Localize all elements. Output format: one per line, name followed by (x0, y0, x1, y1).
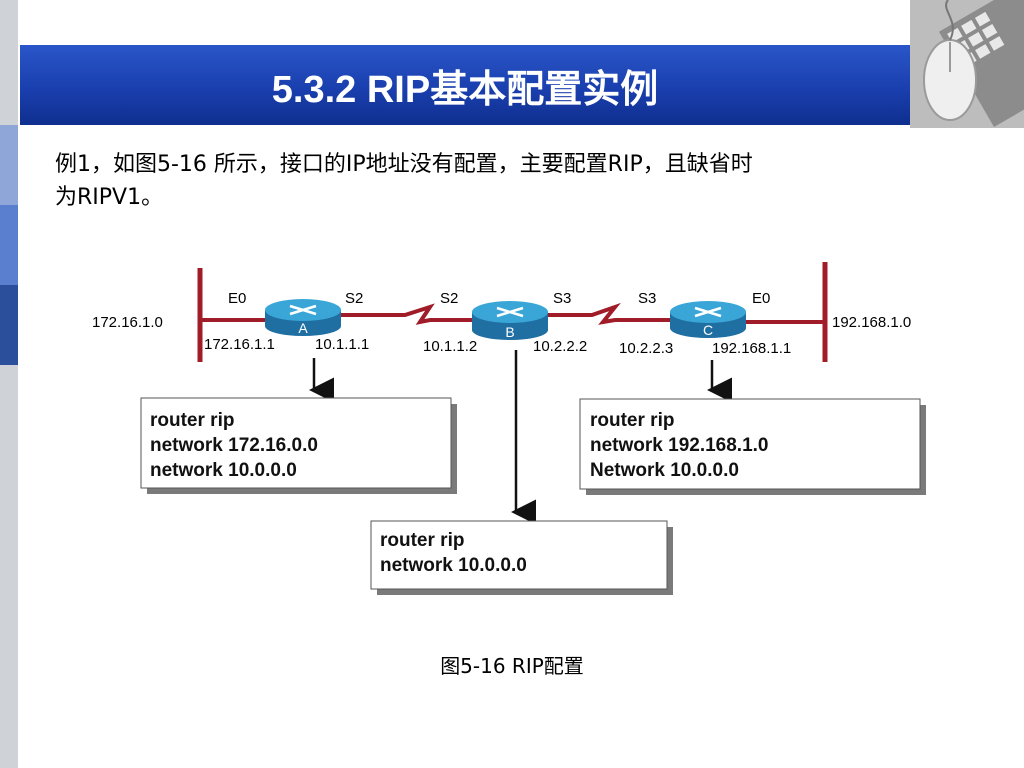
config-box-c: router rip network 192.168.1.0 Network 1… (579, 398, 926, 495)
ip-label-b-s2: 10.1.1.2 (423, 338, 477, 355)
network-label-left: 172.16.1.0 (92, 314, 163, 331)
port-label-b-s3: S3 (553, 290, 571, 307)
config-a-line-2: network 172.16.0.0 (150, 435, 318, 456)
router-c-icon (670, 301, 746, 338)
router-label-a: A (298, 320, 308, 336)
router-label-c: C (703, 322, 713, 338)
router-a-icon (265, 299, 341, 336)
config-b-line-1: router rip (380, 530, 464, 551)
title-bar: 5.3.2 RIP基本配置实例 (20, 45, 910, 125)
keyboard-mouse-image (910, 0, 1024, 128)
config-b-line-2: network 10.0.0.0 (380, 555, 527, 576)
ip-label-c-s3: 10.2.2.3 (619, 340, 673, 357)
body-line-2: 为RIPV1。 (55, 185, 164, 210)
figure-caption: 图5-16 RIP配置 (440, 654, 584, 678)
side-bar-segment (0, 205, 18, 285)
port-label-c-s3: S3 (638, 290, 656, 307)
port-label-a-e0: E0 (228, 290, 246, 307)
body-text: 例1，如图5-16 所示，接口的IP地址没有配置，主要配置RIP，且缺省时 为R… (55, 148, 975, 214)
config-c-line-2: network 192.168.1.0 (590, 435, 769, 456)
side-bar-segment (0, 285, 18, 365)
ip-label-c-e0: 192.168.1.1 (712, 340, 791, 357)
side-bar-segment (0, 125, 18, 205)
config-a-line-3: network 10.0.0.0 (150, 460, 297, 481)
ip-label-a-s2: 10.1.1.1 (315, 336, 369, 353)
port-label-b-s2: S2 (440, 290, 458, 307)
ip-label-b-s3: 10.2.2.2 (533, 338, 587, 355)
serial-link-a-b (338, 303, 472, 325)
config-box-b: router rip network 10.0.0.0 (370, 520, 673, 595)
config-c-line-1: router rip (590, 410, 674, 431)
slide-title: 5.3.2 RIP基本配置实例 (271, 68, 659, 111)
config-c-line-3: Network 10.0.0.0 (590, 460, 739, 481)
port-label-a-s2: S2 (345, 290, 363, 307)
ip-label-a-e0: 172.16.1.1 (204, 336, 275, 353)
router-b-icon (472, 301, 548, 340)
config-a-line-1: router rip (150, 410, 234, 431)
body-line-1: 例1，如图5-16 所示，接口的IP地址没有配置，主要配置RIP，且缺省时 (55, 152, 753, 177)
config-box-a: router rip network 172.16.0.0 network 10… (140, 397, 457, 494)
serial-link-b-c (548, 302, 672, 325)
router-label-b: B (505, 324, 514, 340)
network-label-right: 192.168.1.0 (832, 314, 911, 331)
port-label-c-e0: E0 (752, 290, 770, 307)
